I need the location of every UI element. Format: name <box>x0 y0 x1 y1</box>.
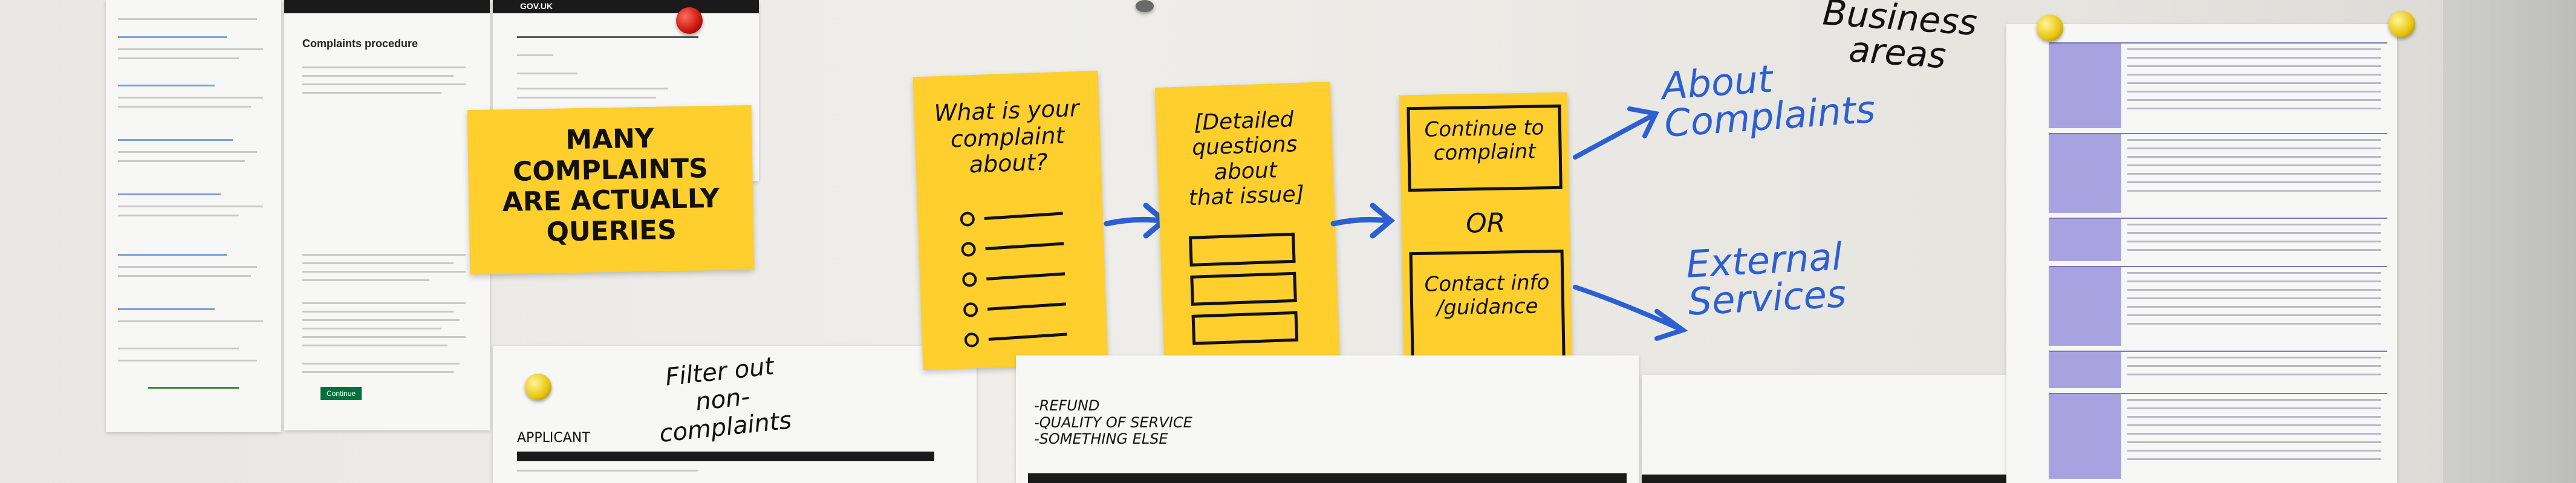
sticky-detailed-questions: [Detailed questions about that issue] <box>1154 82 1341 372</box>
business-areas-text: Business areas <box>1821 0 1979 77</box>
complaints-procedure-printout: Complaints procedure Continue <box>284 0 490 430</box>
about-complaints-text: About Complaints <box>1660 56 1877 146</box>
business-areas-table-printout <box>2006 24 2397 483</box>
sticky-what-about-text: What is your complaint about? <box>934 94 1080 178</box>
or-text: OR <box>1465 207 1506 239</box>
reasons-list-text: -REFUND -QUALITY OF SERVICE -SOMETHING E… <box>1034 397 1192 448</box>
yellow-pushpin <box>525 374 551 400</box>
external-services-text: External Services <box>1685 234 1847 324</box>
blue-arrow-up <box>1573 106 1659 160</box>
list-bullets-drawing <box>960 212 1067 348</box>
sticky-detailed-text: [Detailed questions about that issue] <box>1188 107 1305 211</box>
govuk-label: GOV.UK <box>520 1 553 11</box>
sticky-continue-or-contact: Continue to complaint OR Contact info /g… <box>1399 92 1572 374</box>
search-results-printout <box>106 0 281 432</box>
continue-button[interactable]: Continue <box>320 387 362 400</box>
reasons-printout: -REFUND -QUALITY OF SERVICE -SOMETHING E… <box>1016 355 1639 483</box>
applicant-label: APPLICANT <box>517 430 590 446</box>
yellow-pushpin-table-left <box>2037 15 2063 41</box>
red-pushpin <box>676 7 703 34</box>
continue-text: Continue to complaint <box>1424 115 1544 166</box>
filter-printout: Filter out non-complaints APPLICANT <box>493 346 977 483</box>
blue-arrow-2 <box>1330 203 1396 239</box>
filter-out-text: Filter out non-complaints <box>658 352 793 449</box>
yellow-pushpin-table-right <box>2389 11 2415 37</box>
sticky-queries-text: MANY COMPLAINTS ARE ACTUALLY QUERIES <box>502 123 720 248</box>
complaints-heading: Complaints procedure <box>302 37 418 50</box>
continue-box: Continue to complaint <box>1407 104 1563 192</box>
right-wall-edge <box>2443 0 2576 483</box>
contact-text: Contact info /guidance <box>1424 270 1550 320</box>
form-fields-drawing <box>1188 232 1299 345</box>
sticky-what-is-complaint-about: What is your complaint about? <box>912 70 1108 371</box>
blue-arrow-down <box>1573 285 1688 341</box>
lower-printout-right <box>1642 375 2065 483</box>
contact-box: Contact info /guidance <box>1409 249 1566 361</box>
grey-pushpin <box>1136 0 1154 12</box>
sticky-many-complaints-queries: MANY COMPLAINTS ARE ACTUALLY QUERIES <box>467 105 755 275</box>
